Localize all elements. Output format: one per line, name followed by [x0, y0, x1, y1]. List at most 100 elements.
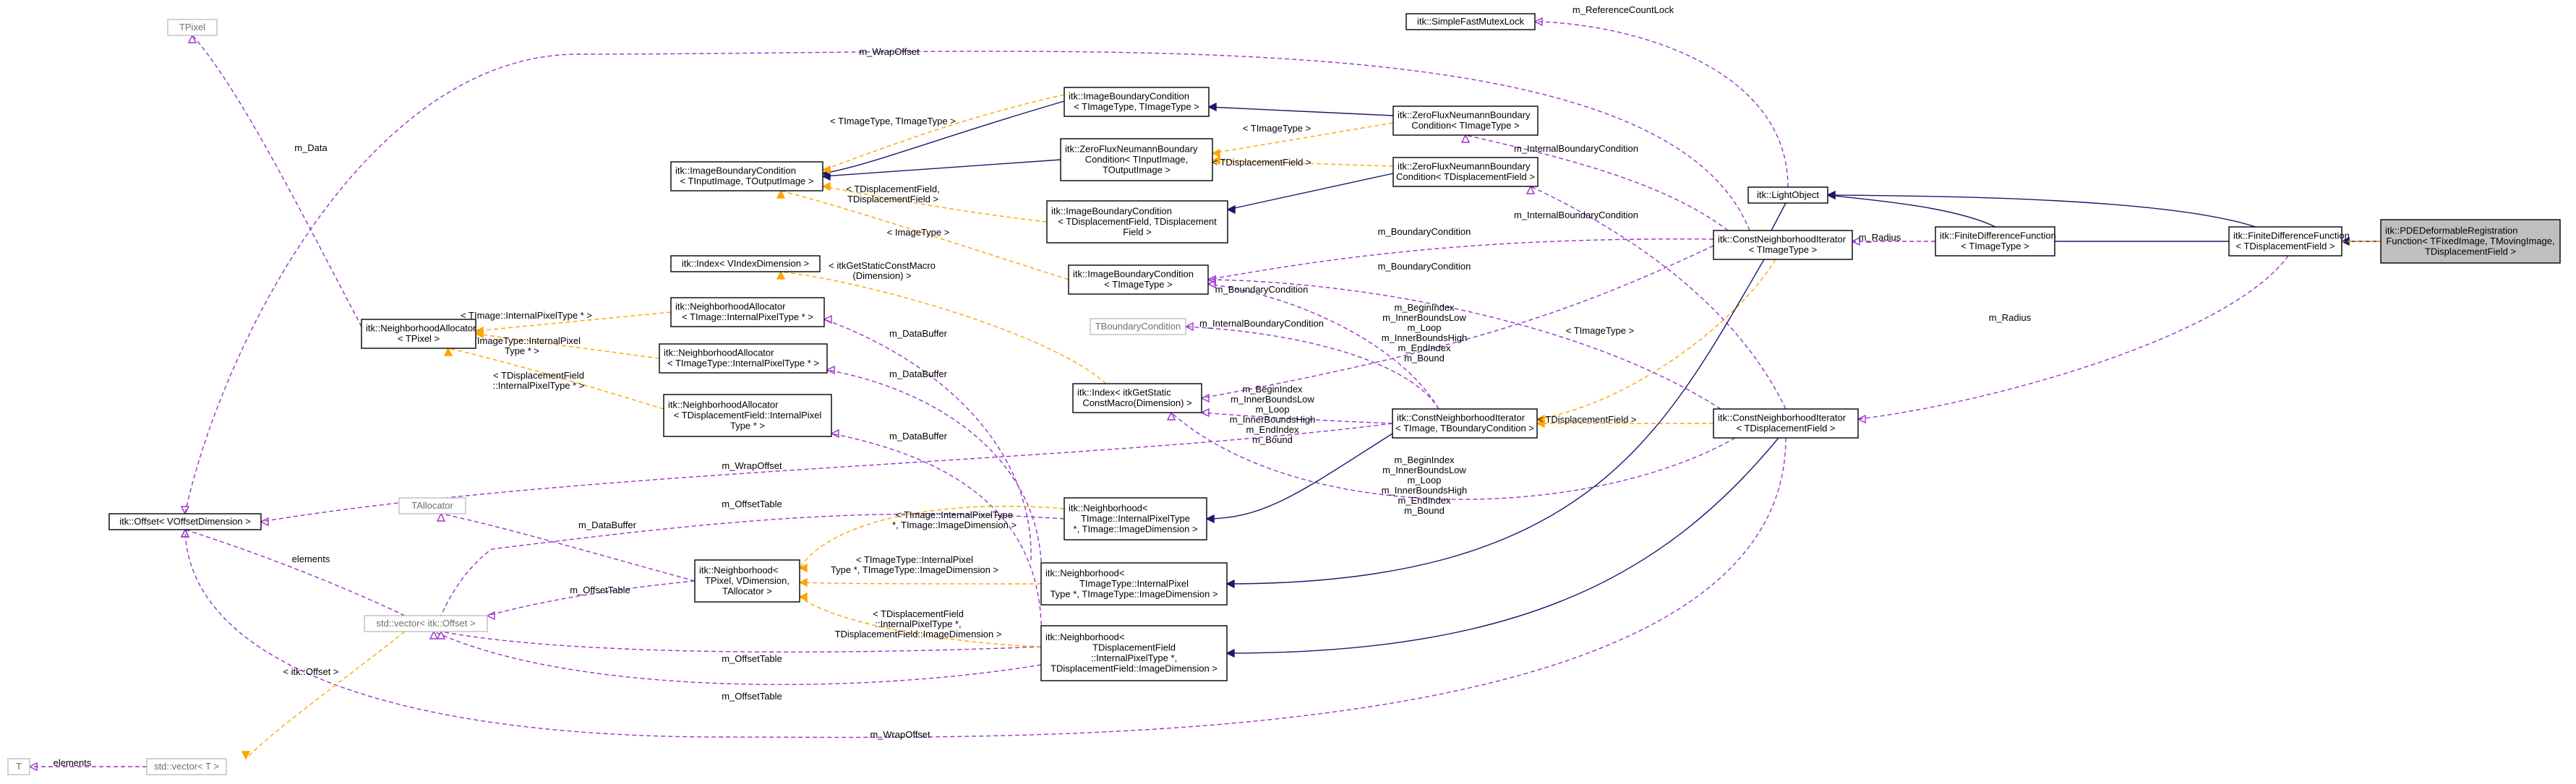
class-node-tboundary[interactable]: TBoundaryCondition: [1090, 318, 1186, 335]
edge-arrowhead: [830, 428, 839, 439]
class-node-tallocator[interactable]: TAllocator: [398, 497, 466, 514]
class-name-line: itk::Neighborhood<: [1045, 632, 1125, 642]
class-box: [1068, 264, 1209, 295]
edge-usage-e5: m_ReferenceCountLock: [1533, 4, 1789, 188]
class-node-nbh-gen[interactable]: itk::Neighborhood<TPixel, VDimension,TAl…: [694, 559, 800, 603]
edge-arrowhead: [28, 762, 38, 772]
class-node-nbh-disp[interactable]: itk::Neighborhood<TDisplacementField::In…: [1040, 625, 1228, 681]
edge-arrowhead: [443, 347, 453, 356]
class-node-nbh-img[interactable]: itk::Neighborhood<TImage::InternalPixelT…: [1064, 497, 1207, 540]
class-name-line: Condition< TDisplacementField >: [1396, 171, 1535, 182]
edge-label: < TDisplacementField: [873, 608, 964, 619]
class-name-line: itk::ImageBoundaryCondition: [1069, 91, 1189, 102]
edge-line: [1185, 326, 1439, 410]
class-name-line: itk::ConstNeighborhoodIterator: [1397, 413, 1526, 423]
edge-label: < TImageType::InternalPixel: [856, 554, 973, 565]
class-node-na-img[interactable]: itk::NeighborhoodAllocator< TImage::Inte…: [670, 297, 825, 327]
edge-label: m_WrapOffset: [722, 460, 782, 471]
class-node-tpixel[interactable]: TPixel: [167, 19, 218, 36]
class-node-nbh-imgtype[interactable]: itk::Neighborhood<TImageType::InternalPi…: [1040, 562, 1228, 606]
edge-arrowhead: [798, 577, 808, 587]
class-node-ibc-tt[interactable]: itk::ImageBoundaryCondition< TImageType,…: [1064, 87, 1210, 117]
edge-usage-e46: elements: [180, 528, 406, 616]
edge-line: [822, 159, 1061, 177]
edge-label: m_OffsetTable: [722, 653, 782, 664]
class-name-line: < TImageType >: [1749, 244, 1817, 255]
class-name-line: itk::LightObject: [1757, 189, 1819, 200]
class-node-mutex[interactable]: itk::SimpleFastMutexLock: [1405, 13, 1536, 30]
class-name-line: itk::ImageBoundaryCondition: [1051, 205, 1172, 216]
class-node-offset[interactable]: itk::Offset< VOffsetDimension >: [108, 513, 262, 530]
edge-usage-e41: m_DataBuffer: [830, 428, 1043, 647]
class-name-line: < TInputImage, TOutputImage >: [680, 176, 813, 186]
class-box: [1064, 87, 1210, 117]
edge-arrowhead: [826, 365, 835, 375]
edge-line: [1226, 437, 1779, 654]
class-box: [694, 559, 800, 603]
edge-usage-e12: m_InternalBoundaryCondition: [1460, 134, 1729, 231]
edge-arrowhead: [1207, 102, 1217, 112]
class-box: [1040, 562, 1228, 606]
class-box: [670, 161, 823, 191]
edge-arrowhead: [1460, 134, 1471, 143]
edge-template-e47: < itk::Offset >: [241, 631, 406, 760]
class-node-fdf-disp[interactable]: itk::FiniteDifferenceFunction< TDisplace…: [2228, 226, 2350, 257]
edge-line: [1827, 194, 2256, 228]
class-node-t[interactable]: T: [7, 758, 30, 775]
edge-line: [440, 631, 1042, 652]
class-box: [1064, 497, 1207, 540]
edge-line: [1171, 412, 1736, 500]
edge-line: [1534, 21, 1789, 188]
class-node-na-imgtype[interactable]: itk::NeighborhoodAllocator< TImageType::…: [659, 343, 828, 374]
class-name-line: < TImageType::InternalPixelType * >: [667, 358, 819, 369]
class-node-vec-offset[interactable]: std::vector< itk::Offset >: [364, 615, 488, 632]
class-name-line: TImageType::InternalPixel: [1079, 578, 1189, 589]
edge-label: m_OffsetTable: [570, 585, 630, 595]
class-node-index-v[interactable]: itk::Index< VIndexDimension >: [670, 255, 821, 272]
edge-line: [1530, 186, 1786, 410]
class-node-vec-t[interactable]: std::vector< T >: [146, 758, 227, 775]
class-node-na-disp[interactable]: itk::NeighborhoodAllocator< TDisplacemen…: [663, 394, 832, 437]
class-node-ibc-gen[interactable]: itk::ImageBoundaryCondition< TInputImage…: [670, 161, 823, 191]
class-box: [108, 513, 262, 530]
edge-label: Type *, TImageType::ImageDimension >: [831, 564, 998, 575]
edge-label: m_InnerBoundsLow: [1382, 312, 1466, 323]
edge-usage-e17: m_InternalBoundaryCondition: [1184, 318, 1439, 410]
edge-template-e51: < TDisplacementField::InternalPixelType …: [798, 592, 1042, 647]
edge-label: TDisplacementField >: [847, 194, 938, 204]
edge-line: [799, 505, 1065, 569]
class-node-pde[interactable]: itk::PDEDeformableRegistrationFunction< …: [2380, 219, 2561, 264]
class-node-ibc-dd[interactable]: itk::ImageBoundaryCondition< TDisplaceme…: [1046, 200, 1228, 244]
edge-arrowhead: [1211, 155, 1220, 165]
edge-template-e30: < itkGetStaticConstMacro(Dimension) >: [776, 260, 1107, 384]
class-box: [1090, 318, 1186, 335]
class-node-index-get[interactable]: itk::Index< itkGetStaticConstMacro(Dimen…: [1072, 383, 1202, 413]
class-node-lightobject[interactable]: itk::LightObject: [1747, 186, 1828, 204]
edge-line: [780, 271, 1107, 384]
class-name-line: TAllocator >: [722, 585, 772, 596]
edge-line: [1207, 238, 1714, 280]
edge-line: [1201, 245, 1714, 399]
edge-label: m_Radius: [1859, 232, 1901, 243]
class-node-cni-gen[interactable]: itk::ConstNeighborhoodIterator< TImage, …: [1392, 408, 1538, 439]
class-node-na-gen[interactable]: itk::NeighborhoodAllocator< TPixel >: [361, 319, 476, 349]
edge-arrowhead: [823, 314, 832, 324]
class-node-cni-disp[interactable]: itk::ConstNeighborhoodIterator< TDisplac…: [1713, 408, 1859, 439]
class-node-cni-img[interactable]: itk::ConstNeighborhoodIterator< TImageTy…: [1713, 230, 1853, 260]
edge-arrowhead: [474, 329, 484, 339]
class-name-line: itk::Neighborhood<: [1045, 567, 1125, 578]
class-node-fdf-t[interactable]: itk::FiniteDifferenceFunction< TImageTyp…: [1935, 226, 2056, 257]
edge-inherit-e8: [1826, 190, 1996, 228]
class-box: [1072, 383, 1202, 413]
class-name-line: < TDisplacementField >: [2235, 241, 2335, 251]
class-node-ibc-t[interactable]: itk::ImageBoundaryCondition< TImageType …: [1068, 264, 1209, 295]
edge-label: m_DataBuffer: [889, 369, 948, 379]
class-name-line: TBoundaryCondition: [1095, 321, 1181, 332]
edge-label: Type * >: [505, 345, 539, 356]
edge-line: [1201, 412, 1393, 424]
class-box: [1060, 138, 1213, 181]
edge-line: [1207, 279, 1721, 410]
